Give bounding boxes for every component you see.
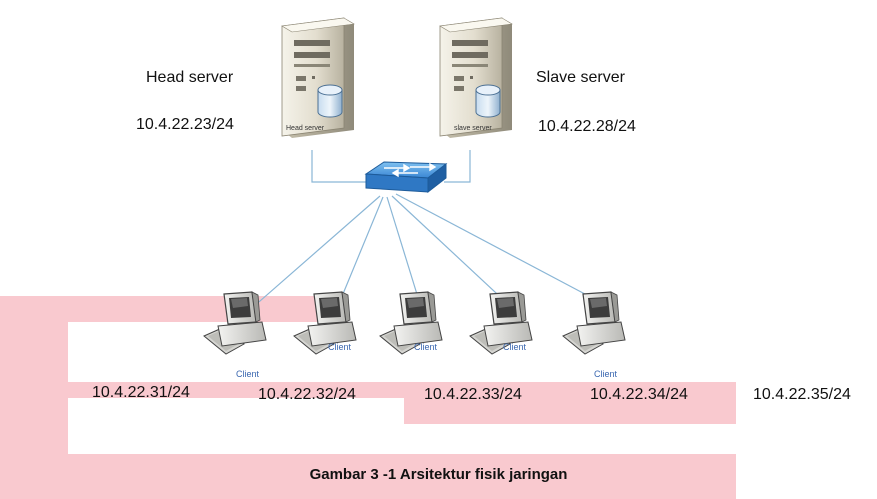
head-server-ip: 10.4.22.23/24 xyxy=(136,116,234,133)
watermark-bar-left xyxy=(0,296,68,499)
client-label-1: Client xyxy=(236,369,260,379)
watermark-bar-top xyxy=(0,296,326,322)
client-computer-icon-1 xyxy=(203,291,267,355)
link-slave-switch xyxy=(444,150,471,183)
slave-server-ip: 10.4.22.28/24 xyxy=(538,118,636,135)
client-label-4: Client xyxy=(503,342,527,352)
head-server-title: Head server xyxy=(146,69,234,86)
client-ip-2: 10.4.22.32/24 xyxy=(258,386,356,403)
client-ip-4: 10.4.22.34/24 xyxy=(590,386,688,403)
link-switch-client-5 xyxy=(395,193,601,303)
slave-server-case-label: slave server xyxy=(454,125,492,132)
slave-server-icon: slave server xyxy=(439,17,513,139)
link-lines xyxy=(251,150,601,309)
link-switch-client-4 xyxy=(391,195,511,307)
link-head-switch xyxy=(311,150,372,183)
client-label-3: Client xyxy=(414,342,438,352)
client-label-2: Client xyxy=(328,342,352,352)
client-computer-icon-5 xyxy=(562,291,626,355)
link-switch-client-3 xyxy=(386,196,421,305)
client-ip-5: 10.4.22.35/24 xyxy=(753,386,851,403)
slave-server-title: Slave server xyxy=(536,69,625,86)
client-ip-1: 10.4.22.31/24 xyxy=(92,384,190,401)
watermark-bar-mid xyxy=(68,382,736,398)
client-ip-3: 10.4.22.33/24 xyxy=(424,386,522,403)
head-server-case-label: Head server xyxy=(286,125,325,132)
watermark-bar-right xyxy=(404,398,736,424)
link-switch-client-1 xyxy=(251,195,381,309)
client-label-5: Client xyxy=(594,369,618,379)
head-server-icon: Head server xyxy=(281,17,355,139)
link-switch-client-2 xyxy=(337,196,384,307)
figure-caption: Gambar 3 -1 Arsitektur fisik jaringan xyxy=(309,466,568,483)
network-switch-icon xyxy=(364,161,448,194)
watermark-bar-bottom xyxy=(68,454,736,499)
